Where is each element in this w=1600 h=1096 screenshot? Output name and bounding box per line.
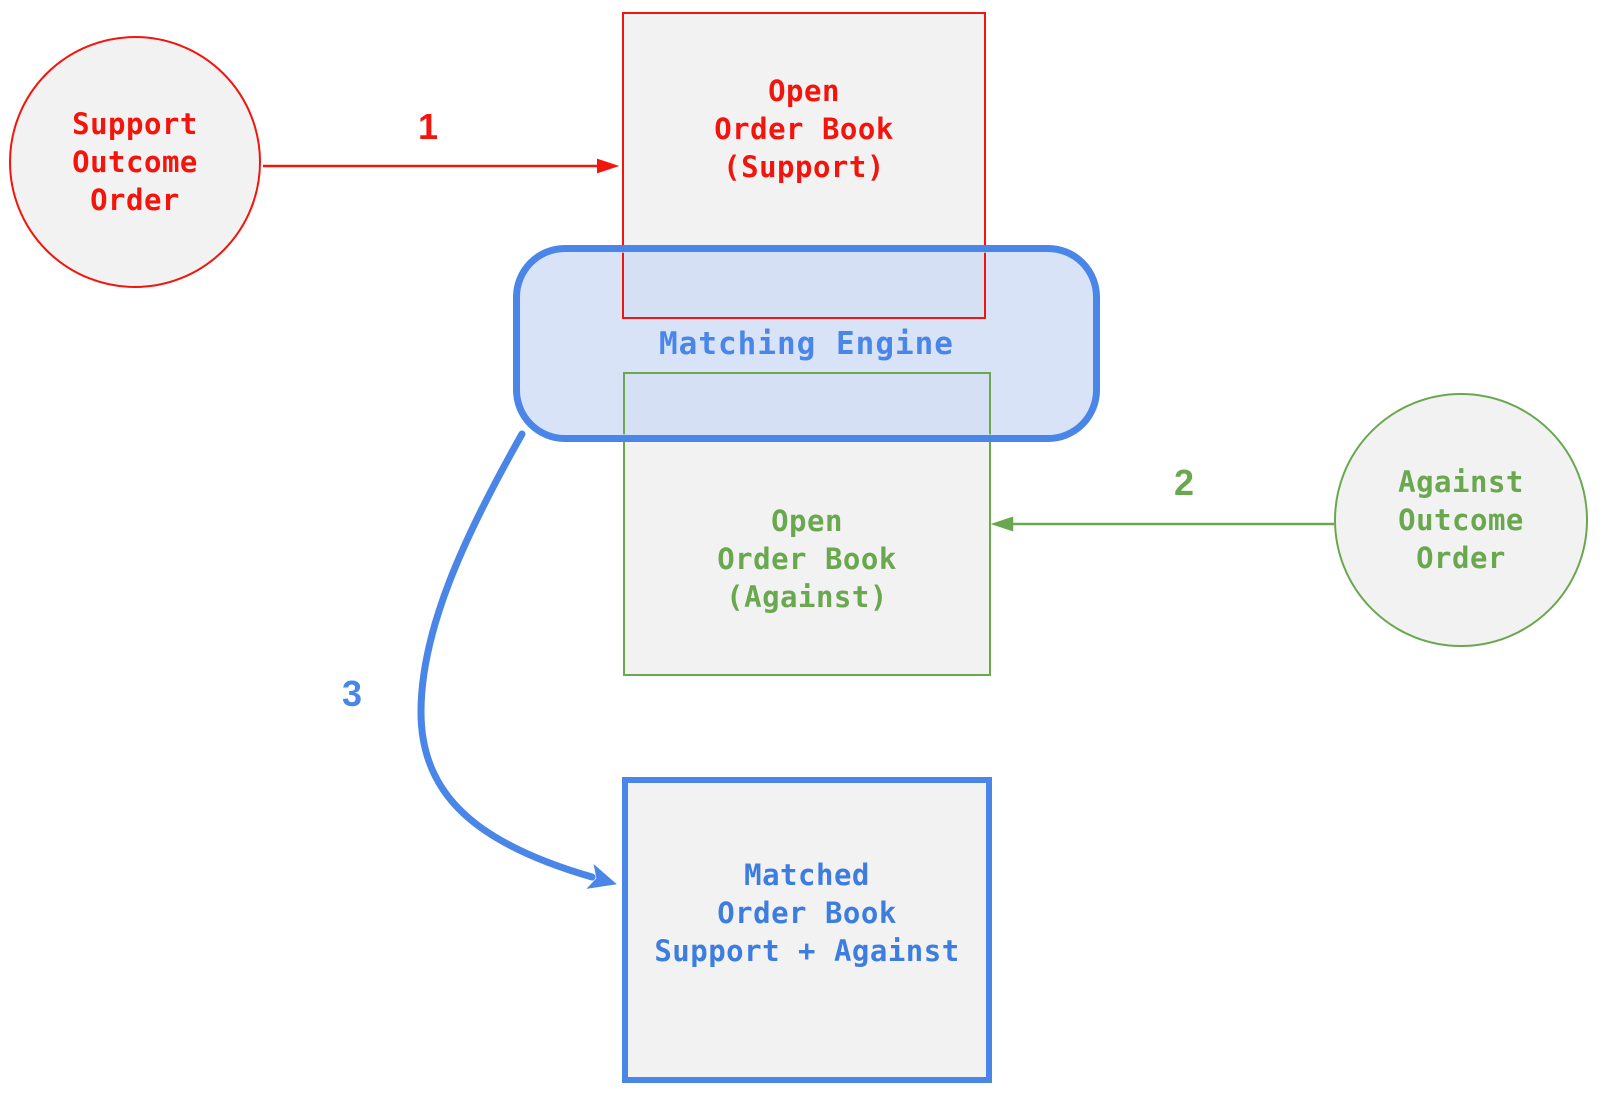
step1-label: 1 (417, 106, 439, 147)
step2-label: 2 (1173, 462, 1195, 503)
against-outcome-order-node: Against Outcome Order (1334, 393, 1588, 647)
matching-engine-node: Matching Engine (513, 245, 1100, 442)
matched-order-book-node: Matched Order Book Support + Against (622, 777, 992, 1083)
step3-label: 3 (341, 673, 363, 714)
step3-arrow (417, 430, 617, 889)
support-outcome-order-node: Support Outcome Order (9, 36, 261, 288)
